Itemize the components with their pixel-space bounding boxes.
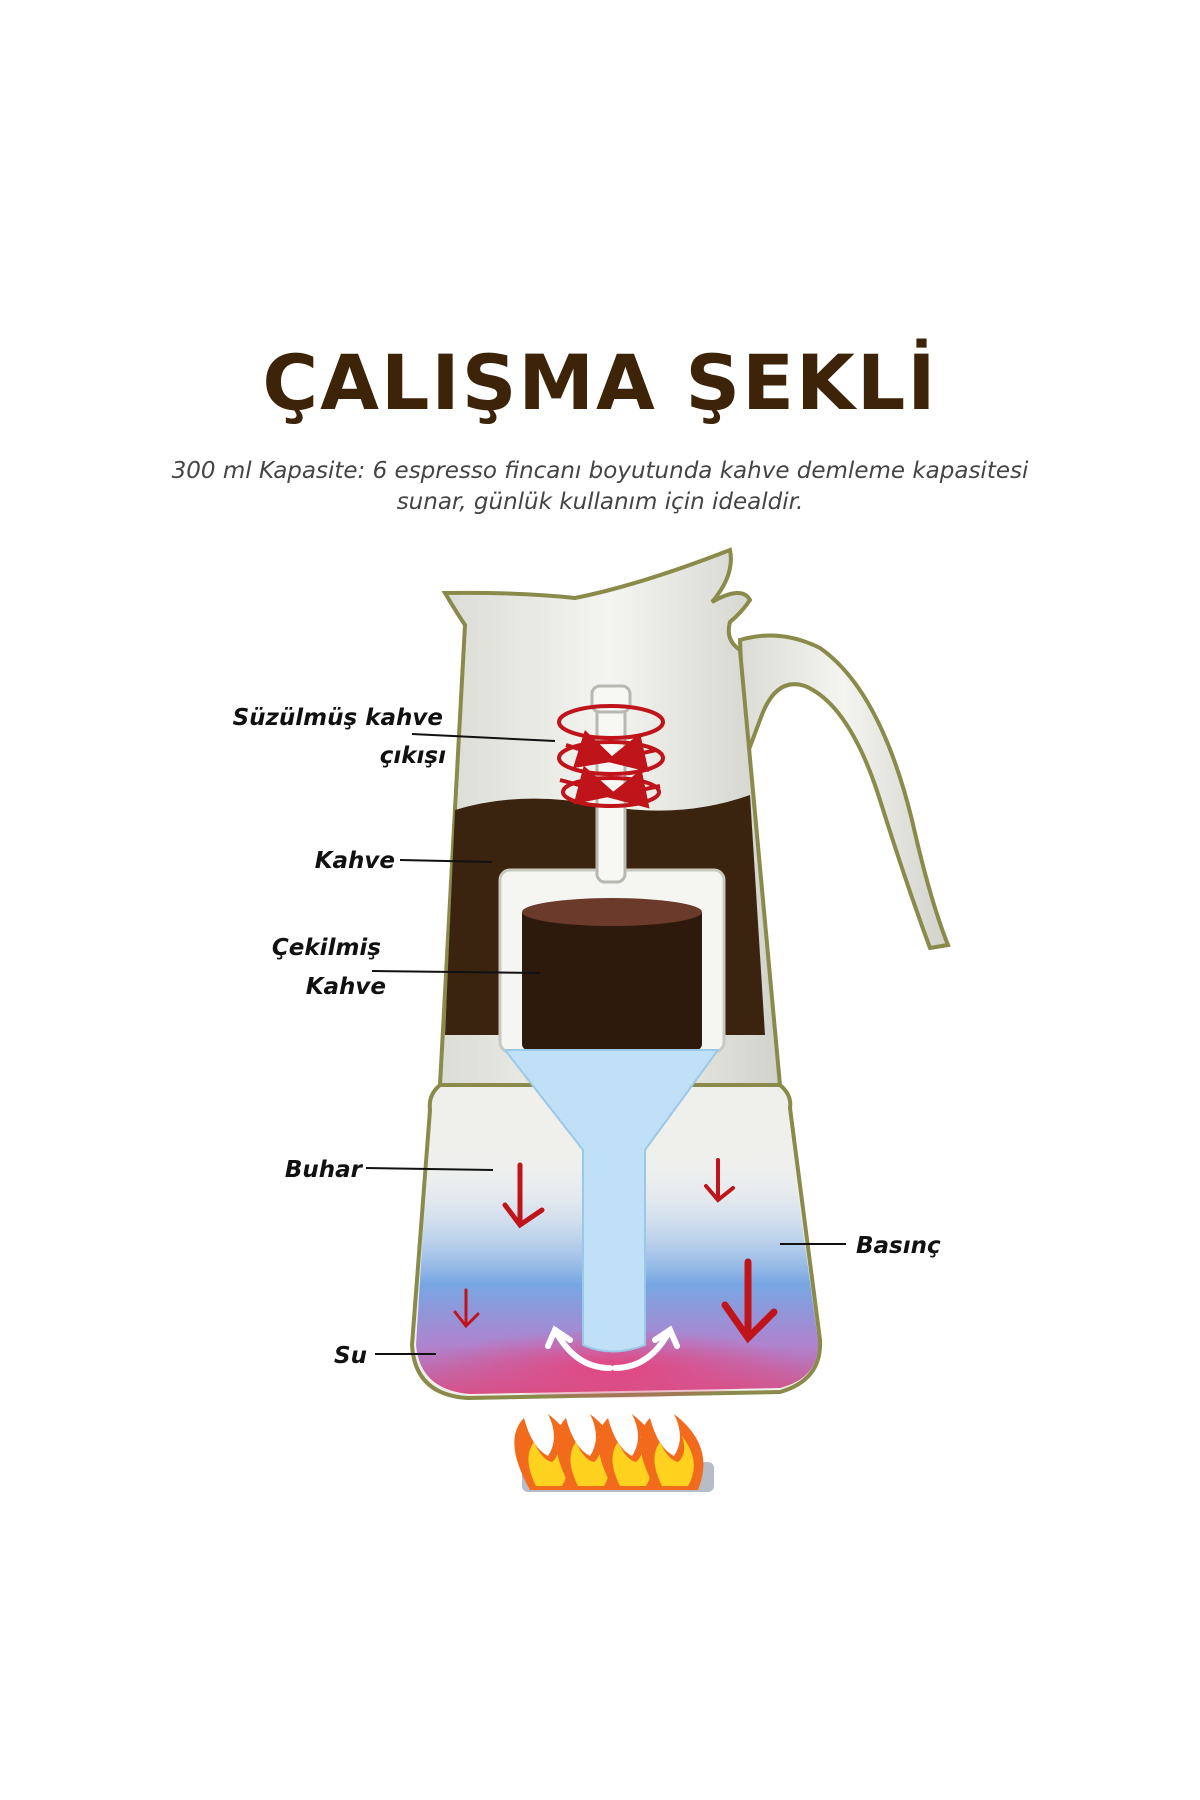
page-title: ÇALIŞMA ŞEKLİ [262, 338, 938, 427]
leader-lines [365, 733, 846, 1355]
flame-icons [514, 1414, 704, 1490]
water-circulation-arrows [545, 1325, 680, 1371]
label-ground-coffee-line1: Çekilmiş [272, 935, 381, 961]
label-coffee: Kahve [315, 848, 395, 874]
outlet-column [595, 688, 627, 884]
flame-inner-icon [570, 1436, 610, 1486]
label-steam: Buhar [285, 1157, 364, 1183]
label-water: Su [334, 1343, 367, 1369]
flame-inner-icon [612, 1436, 652, 1486]
label-pressure: Basınç [856, 1233, 941, 1259]
flame-inner-icon [654, 1436, 694, 1486]
ground-coffee-bed [522, 908, 702, 1050]
outlet-swirl-arrows [557, 704, 665, 809]
pot-handle [737, 633, 951, 951]
page-subtitle: 300 ml Kapasite: 6 espresso fincanı boyu… [171, 458, 1029, 515]
water-funnel [502, 1049, 720, 1353]
water-heat-glow [425, 1322, 805, 1398]
flame-inner-icon [528, 1436, 568, 1486]
steam-down-arrows [453, 1158, 778, 1344]
ground-coffee-top [522, 898, 702, 926]
label-filtered-coffee-line1: Süzülmüş kahve [233, 705, 443, 731]
label-filtered-coffee-line2: çıkışı [380, 743, 446, 769]
label-ground-coffee-line2: Kahve [306, 974, 386, 1000]
